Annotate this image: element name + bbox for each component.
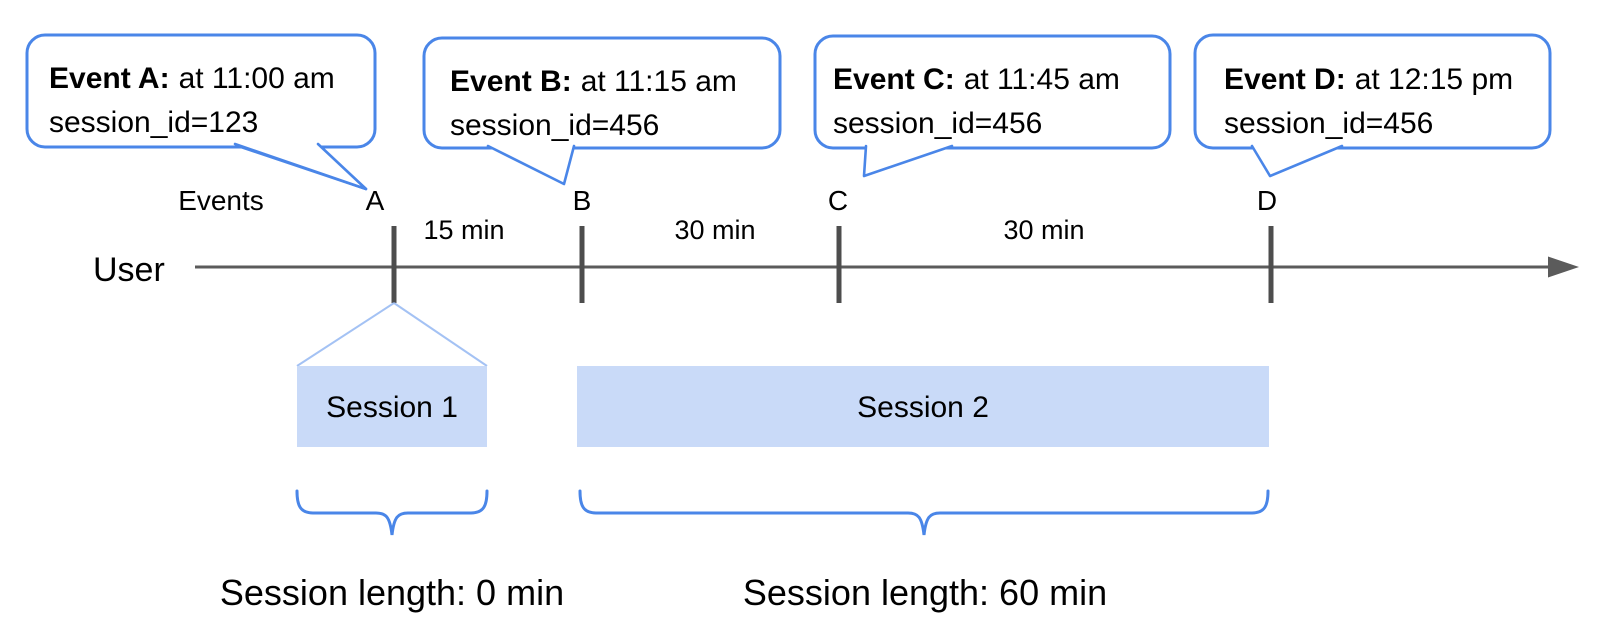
gap-label-ab: 15 min [423, 215, 504, 245]
bubble-time-a: at 11:00 am [179, 62, 335, 95]
bubble-line1-d: Event D: at 12:15 pm [1224, 63, 1513, 96]
event-letter-b: B [573, 185, 592, 216]
bubble-tail-b [486, 144, 576, 186]
bubble-tail-d [1250, 144, 1344, 178]
events-row-label: Events [178, 185, 264, 216]
bubble-tail-c [862, 144, 954, 178]
bubble-title-a: Event A: [49, 62, 170, 95]
bubble-title-d: Event D: [1224, 63, 1346, 96]
arrow-head-icon [1548, 256, 1579, 278]
fan-line-right [393, 302, 488, 367]
event-letter-a: A [366, 185, 385, 216]
session-2-rect [577, 366, 1269, 447]
session-2-label: Session 2 [857, 391, 989, 424]
event-letter-d: D [1257, 185, 1277, 216]
bubble-line1-c: Event C: at 11:45 am [833, 63, 1120, 96]
fan-line-left [296, 302, 395, 367]
bubble-time-b: at 11:15 am [581, 65, 737, 98]
gap-label-bc: 30 min [674, 215, 755, 245]
event-bubble-a: Event A: at 11:00 am session_id=123 [25, 33, 377, 191]
bubble-line1-a: Event A: at 11:00 am [49, 62, 335, 95]
session-1-rect [297, 366, 487, 447]
session-2-brace [578, 489, 1270, 536]
event-bubble-c: Event C: at 11:45 am session_id=456 [813, 34, 1172, 178]
bubble-box-c [813, 34, 1172, 150]
gap-label-cd: 30 min [1003, 215, 1084, 245]
bubble-box-d [1193, 33, 1552, 150]
session-2-length-label: Session length: 60 min [743, 572, 1107, 613]
bubble-time-d: at 12:15 pm [1355, 63, 1513, 96]
session-1-box: Session 1 [297, 366, 487, 447]
session-1-brace [295, 489, 489, 536]
bubble-line2-d: session_id=456 [1224, 107, 1433, 140]
bubble-title-b: Event B: [450, 65, 572, 98]
session-2-box: Session 2 [577, 366, 1269, 447]
bubble-line2-a: session_id=123 [49, 106, 258, 139]
bubble-line2-b: session_id=456 [450, 109, 659, 142]
event-bubble-d: Event D: at 12:15 pm session_id=456 [1193, 33, 1552, 178]
bubble-line1-b: Event B: at 11:15 am [450, 65, 737, 98]
session-1-length-label: Session length: 0 min [220, 572, 564, 613]
bubble-box-a [25, 33, 377, 149]
timeline-axis [195, 226, 1579, 303]
bubble-line2-c: session_id=456 [833, 107, 1042, 140]
bubble-box-b [422, 36, 782, 150]
event-bubble-b: Event B: at 11:15 am session_id=456 [422, 36, 782, 186]
bubble-tail-a-overlay [233, 142, 368, 191]
bubble-time-c: at 11:45 am [964, 63, 1120, 96]
bubble-title-c: Event C: [833, 63, 955, 96]
user-row-label: User [93, 251, 165, 289]
session-1-label: Session 1 [326, 391, 458, 424]
event-letter-c: C [828, 185, 848, 216]
